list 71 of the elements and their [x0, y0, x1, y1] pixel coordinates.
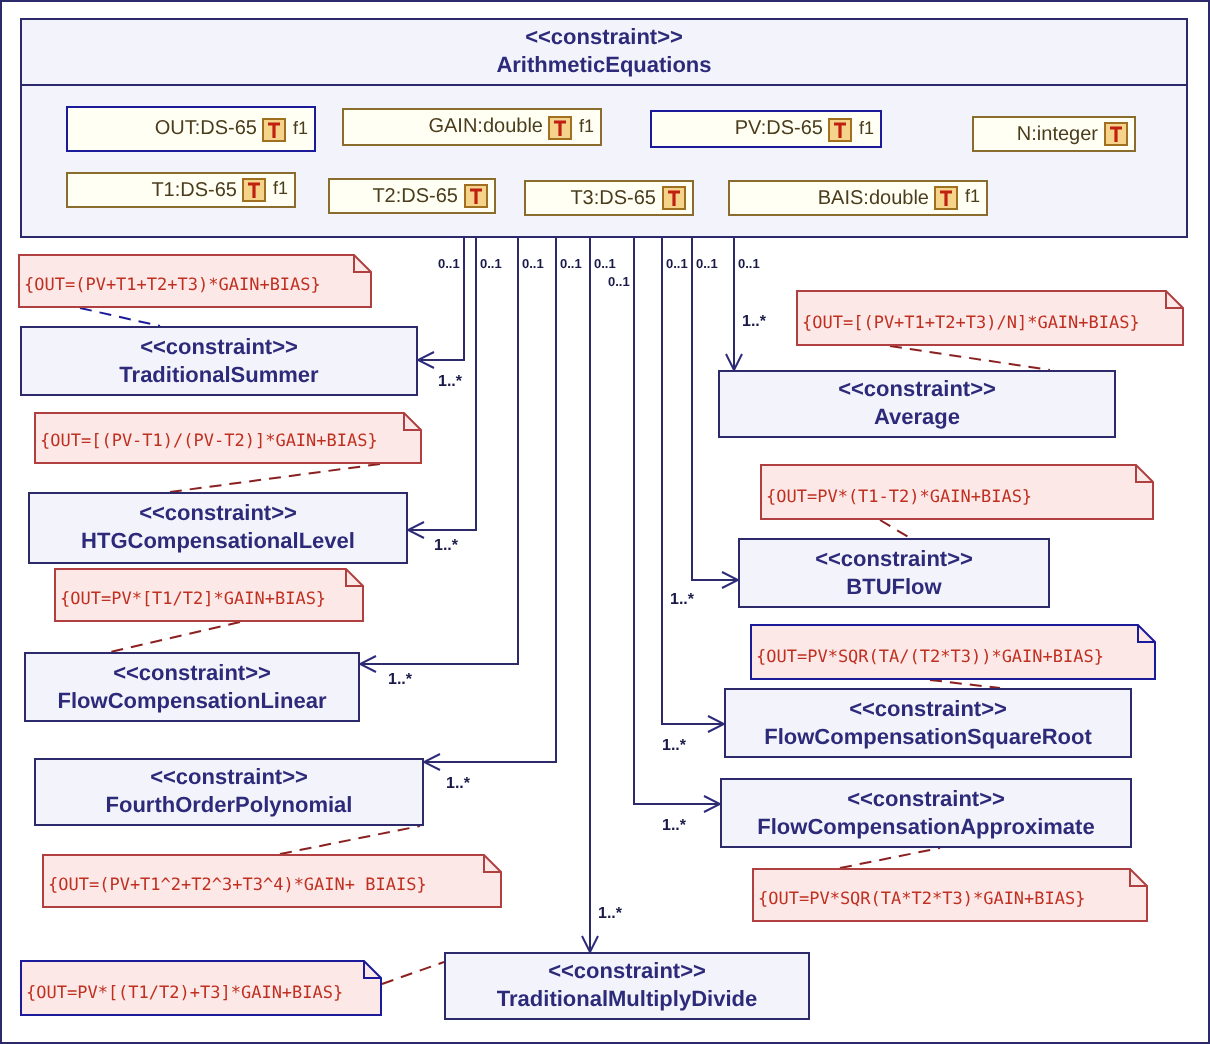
attribute-text: T2:DS-65 — [372, 183, 458, 211]
constraint-block — [34, 758, 424, 826]
attribute-tag: f1 — [964, 184, 980, 212]
stereotype-text: <<constraint>> — [139, 500, 297, 528]
attribute-tag: f1 — [858, 115, 874, 143]
attribute-box — [66, 106, 316, 152]
attribute-box — [972, 116, 1136, 152]
constraint-block — [444, 952, 810, 1020]
attribute-tag: f1 — [272, 176, 288, 204]
constraint-block — [738, 538, 1050, 608]
note-text: {OUT=(PV+T1+T2+T3)*GAIN+BIAS} — [24, 274, 321, 300]
edge-label: 1..* — [668, 590, 697, 608]
attribute-tag: f1 — [578, 113, 594, 141]
block-name: TraditionalMultiplyDivide — [496, 986, 758, 1014]
block-name: FlowCompensationLinear — [57, 687, 327, 715]
note-text: {OUT=PV*[(T1/T2)+T3]*GAIN+BIAS} — [26, 982, 344, 1008]
constraint-block — [20, 18, 1188, 238]
stereotype-text: <<constraint>> — [525, 24, 683, 52]
constraint-block — [720, 778, 1132, 848]
attribute-text: T1:DS-65 — [151, 177, 237, 205]
stereotype-text: <<constraint>> — [140, 333, 298, 361]
note-text: {OUT=PV*SQR(TA/(T2*T3))*GAIN+BIAS} — [756, 646, 1104, 672]
block-name: FlowCompensationSquareRoot — [764, 723, 1092, 751]
attribute-text: OUT:DS-65 — [154, 116, 257, 144]
constraint-block — [28, 492, 408, 564]
block-name: Average — [873, 404, 960, 432]
stereotype-text: <<constraint>> — [838, 376, 996, 404]
block-name: FlowCompensationApproximate — [757, 813, 1095, 841]
edge-label: 1..* — [386, 670, 415, 688]
note-text: {OUT=PV*(T1-T2)*GAIN+BIAS} — [766, 486, 1033, 512]
note-text: {OUT=[(PV+T1+T2+T3)/N]*GAIN+BIAS} — [802, 312, 1140, 338]
stereotype-text: <<constraint>> — [815, 545, 973, 573]
attribute-box — [728, 180, 988, 216]
constraint-block — [724, 688, 1132, 758]
attribute-box — [650, 110, 882, 148]
block-name: TraditionalSummer — [119, 361, 319, 389]
attribute-box — [66, 172, 296, 208]
constraint-block — [718, 370, 1116, 438]
block-name: HTGCompensationalLevel — [81, 528, 355, 556]
stereotype-text: <<constraint>> — [150, 764, 308, 792]
edge-label: 1..* — [444, 774, 473, 792]
constraint-block — [20, 326, 418, 396]
attribute-text: BAIS:double — [817, 185, 929, 213]
note-text: {OUT=PV*[T1/T2]*GAIN+BIAS} — [60, 588, 327, 614]
attribute-text: GAIN:double — [428, 114, 543, 142]
block-name: BTUFlow — [846, 573, 942, 601]
attribute-box — [342, 108, 602, 146]
attribute-text: PV:DS-65 — [734, 116, 823, 144]
edge-label: 1..* — [660, 816, 689, 834]
edge-label: 1..* — [660, 736, 689, 754]
constraint-block — [24, 652, 360, 722]
stereotype-text: <<constraint>> — [847, 785, 1005, 813]
edge-label: 1..* — [740, 312, 769, 330]
edge-label: 1..* — [596, 904, 625, 922]
block-name: FourthOrderPolynomial — [105, 792, 353, 820]
note-link — [381, 961, 445, 985]
note-text: {OUT=PV*SQR(TA*T2*T3)*GAIN+BIAS} — [758, 888, 1086, 914]
stereotype-text: <<constraint>> — [113, 659, 271, 687]
stereotype-text: <<constraint>> — [849, 695, 1007, 723]
block-name: ArithmeticEquations — [496, 52, 712, 80]
note-link — [879, 519, 911, 539]
note-text: {OUT=(PV+T1^2+T2^3+T3^4)*GAIN+ BIAIS} — [48, 874, 427, 900]
attribute-text: N:integer — [1016, 121, 1098, 149]
edge-label: 1..* — [432, 536, 461, 554]
attribute-box — [328, 178, 496, 214]
edge-label: 1..* — [436, 372, 465, 390]
note-text: {OUT=[(PV-T1)/(PV-T2)]*GAIN+BIAS} — [40, 430, 378, 456]
attribute-text: T3:DS-65 — [570, 185, 656, 213]
attribute-box — [524, 180, 694, 216]
attribute-tag: f1 — [292, 115, 308, 143]
stereotype-text: <<constraint>> — [548, 958, 706, 986]
